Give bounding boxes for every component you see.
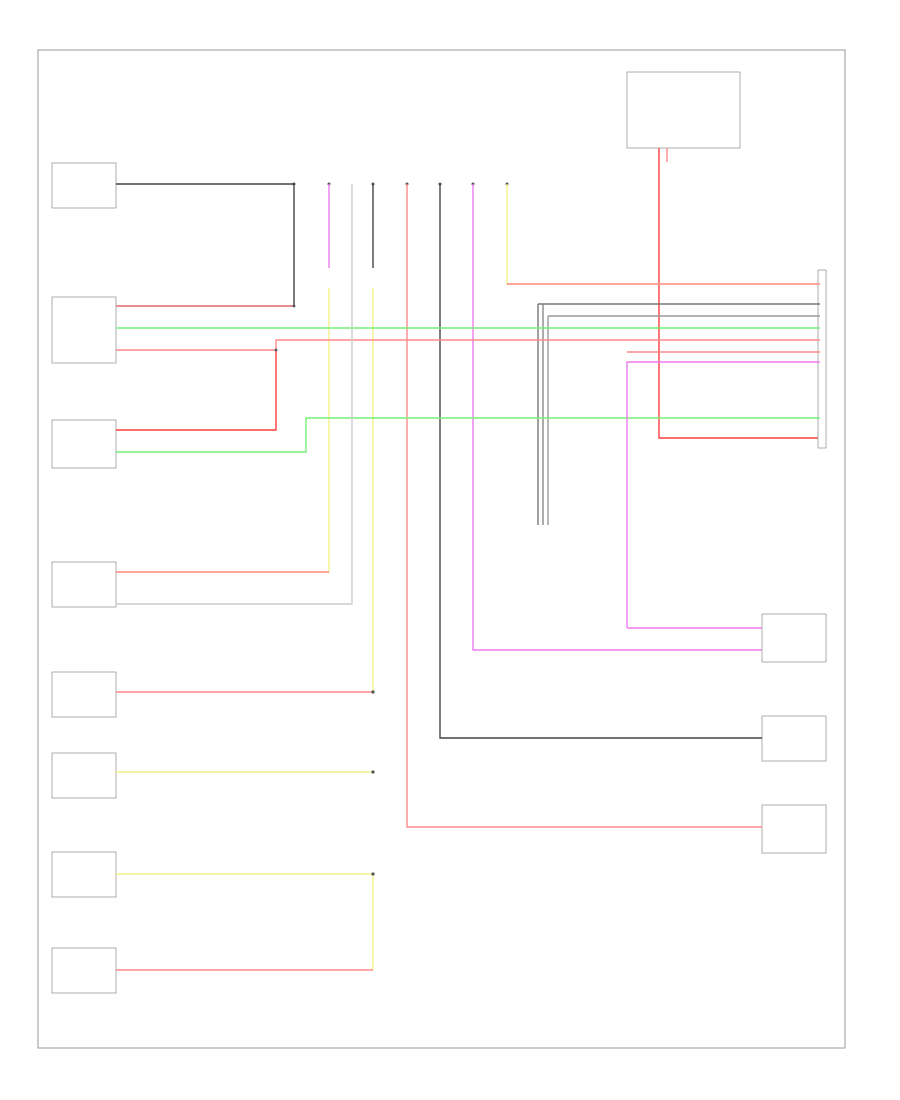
diagram-frame <box>37 49 846 1049</box>
left-module-8 <box>51 947 117 994</box>
left-module-6 <box>51 752 117 799</box>
right-connector <box>817 269 827 449</box>
bus-terminals <box>292 182 509 186</box>
body-control-module <box>761 613 827 663</box>
wire-tcm-green <box>116 417 820 453</box>
engine-control-module <box>761 804 827 854</box>
engine-module <box>51 162 117 209</box>
wire-pcm-red-2 <box>116 350 277 431</box>
wire-engine-black <box>116 183 295 307</box>
wire-gray-mod4 <box>116 184 353 605</box>
left-module-5 <box>51 671 117 718</box>
powertrain-module <box>51 296 117 364</box>
left-module-7 <box>51 851 117 898</box>
instrument-cluster <box>761 715 827 762</box>
transmission-module <box>51 419 117 469</box>
wire-pcm-red <box>116 339 820 351</box>
wire-top-module-red <box>658 148 820 439</box>
wire-red-ecm <box>406 184 762 828</box>
splice-points <box>274 304 375 876</box>
left-module-4 <box>51 561 117 608</box>
wire-yellow-right <box>506 184 820 285</box>
top-module <box>626 71 741 149</box>
wire-yellow-mod7 <box>116 873 374 970</box>
wire-violet-connector <box>626 361 820 628</box>
wire-black-cluster <box>439 184 762 739</box>
wire-violet-bcm <box>472 184 762 651</box>
